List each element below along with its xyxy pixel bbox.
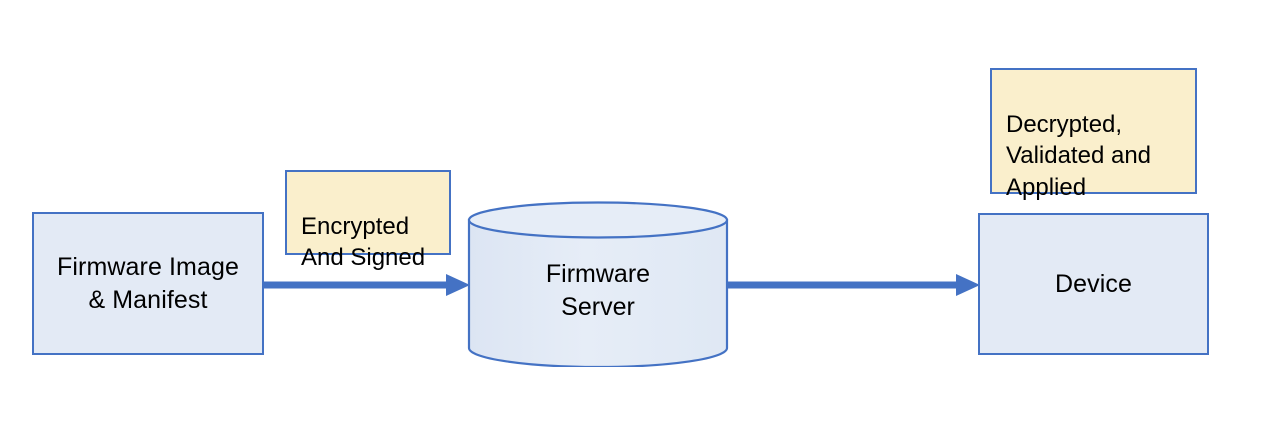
arrow-image-to-server: [264, 272, 470, 298]
callout-encrypted-and-signed[interactable]: Encrypted And Signed: [285, 170, 451, 271]
node-device[interactable]: Device: [978, 213, 1209, 355]
callout-encrypted-and-signed-label: Encrypted And Signed: [301, 213, 426, 272]
callout-decrypted-validated-applied[interactable]: Decrypted, Validated and Applied: [990, 68, 1197, 201]
node-device-label: Device: [1054, 269, 1133, 298]
arrow-server-to-device: [728, 272, 980, 298]
node-firmware-server[interactable]: Firmware Server: [466, 201, 730, 367]
node-firmware-image-manifest[interactable]: Firmware Image & Manifest: [32, 212, 264, 355]
node-firmware-image-manifest-label: Firmware Image & Manifest: [57, 252, 239, 314]
callout-decrypted-validated-applied-label: Decrypted, Validated and Applied: [1006, 111, 1152, 201]
